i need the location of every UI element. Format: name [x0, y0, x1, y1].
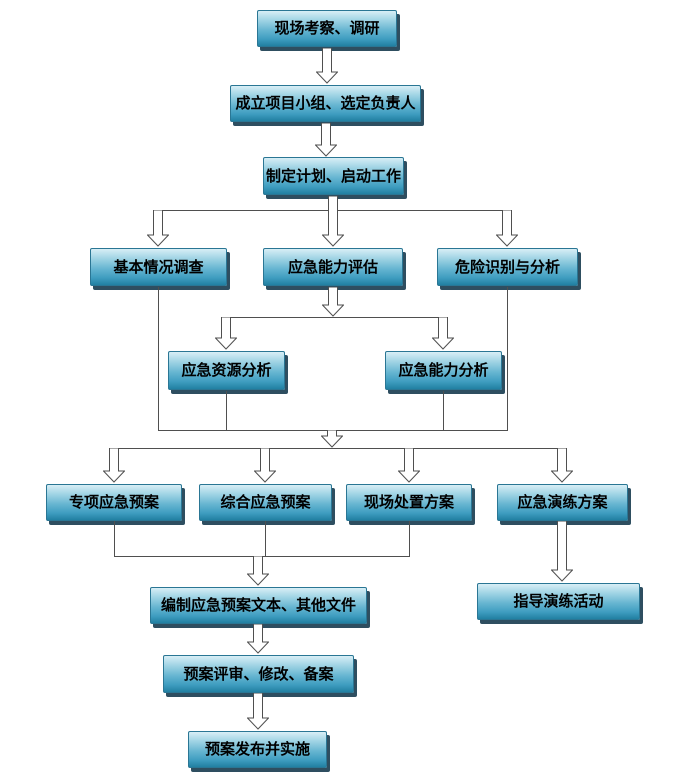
node-label: 危险识别与分析: [454, 257, 560, 276]
node-label: 预案发布并实施: [204, 740, 310, 759]
down-arrow-icon: [322, 287, 344, 317]
node-compile-documents: 编制应急预案文本、其他文件: [150, 587, 367, 624]
down-arrow-icon: [322, 196, 344, 247]
down-arrow-icon: [321, 430, 343, 448]
node-onsite-disposal: 现场处置方案: [346, 484, 472, 521]
connector-line: [507, 287, 508, 430]
connector-line: [114, 521, 115, 556]
node-label: 应急能力分析: [398, 361, 489, 380]
node-label: 专项应急预案: [68, 493, 159, 512]
down-arrow-icon: [247, 624, 269, 654]
down-arrow-icon: [432, 317, 454, 350]
down-arrow-icon: [247, 693, 269, 730]
node-basic-investigation: 基本情况调查: [90, 248, 227, 286]
node-review-revise: 预案评审、修改、备案: [163, 655, 354, 693]
node-label: 预案评审、修改、备案: [183, 664, 334, 683]
node-label: 编制应急预案文本、其他文件: [160, 596, 356, 615]
node-label: 应急能力评估: [287, 257, 378, 276]
connector-line: [409, 521, 410, 556]
connector-line: [114, 448, 563, 449]
node-label: 指导演练活动: [513, 592, 604, 611]
node-make-plan: 制定计划、启动工作: [263, 157, 404, 195]
down-arrow-icon: [551, 448, 573, 483]
node-label: 综合应急预案: [220, 493, 311, 512]
node-label: 应急资源分析: [181, 361, 272, 380]
down-arrow-icon: [316, 48, 338, 84]
node-label: 基本情况调查: [113, 257, 204, 276]
connector-line: [158, 287, 159, 430]
connector-line: [265, 521, 266, 556]
node-resource-analysis: 应急资源分析: [168, 351, 285, 390]
down-arrow-icon: [103, 448, 125, 483]
node-publish-implement: 预案发布并实施: [188, 731, 327, 768]
down-arrow-icon: [254, 448, 276, 483]
node-label: 现场考察、调研: [274, 19, 380, 38]
down-arrow-icon: [315, 123, 337, 157]
down-arrow-icon: [215, 317, 237, 350]
node-site-survey: 现场考察、调研: [257, 10, 397, 47]
node-guide-drill: 指导演练活动: [477, 583, 640, 620]
node-label: 成立项目小组、选定负责人: [235, 94, 416, 113]
node-hazard-identification: 危险识别与分析: [437, 248, 578, 286]
down-arrow-icon: [247, 556, 269, 586]
node-capability-assessment: 应急能力评估: [263, 248, 403, 286]
node-form-team: 成立项目小组、选定负责人: [230, 85, 421, 122]
node-comprehensive-plan: 综合应急预案: [199, 484, 332, 521]
node-label: 应急演练方案: [517, 493, 608, 512]
connector-line: [226, 317, 444, 318]
node-special-plan: 专项应急预案: [46, 484, 182, 521]
node-label: 现场处置方案: [363, 493, 454, 512]
down-arrow-icon: [496, 210, 518, 247]
node-label: 制定计划、启动工作: [265, 166, 401, 185]
node-drill-plan: 应急演练方案: [497, 484, 628, 521]
down-arrow-icon: [551, 521, 573, 582]
connector-line: [443, 391, 444, 430]
down-arrow-icon: [398, 448, 420, 483]
connector-line: [226, 391, 227, 430]
down-arrow-icon: [147, 210, 169, 247]
node-capability-analysis: 应急能力分析: [385, 351, 502, 390]
